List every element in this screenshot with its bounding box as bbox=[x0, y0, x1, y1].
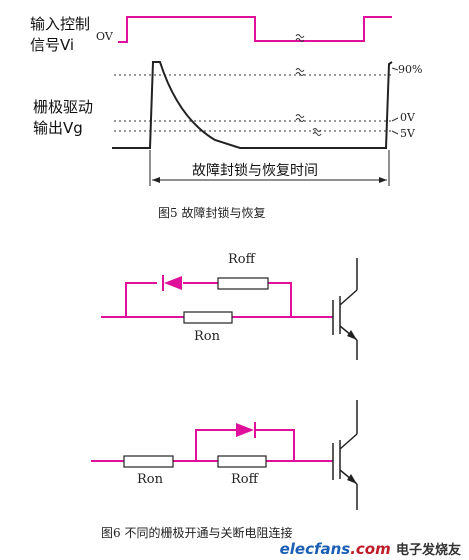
input-label-line2: 信号Vi bbox=[30, 36, 75, 54]
bottom-ron-label: Ron bbox=[137, 472, 163, 487]
top-igbt-icon bbox=[332, 258, 358, 360]
input-label-line1: 输入控制 bbox=[30, 15, 91, 33]
top-roff-label: Roff bbox=[228, 252, 255, 267]
gate-label-line2: 输出Vg bbox=[33, 119, 83, 137]
level-5v-label: 5V bbox=[400, 127, 415, 140]
bottom-diode-icon bbox=[236, 423, 254, 437]
bottom-igbt-arrow bbox=[347, 474, 357, 484]
break-marks bbox=[295, 34, 322, 136]
bottom-circuit bbox=[91, 429, 333, 462]
watermark-text-2: .com bbox=[350, 540, 391, 558]
watermark-text-3: 电子发烧友 bbox=[395, 543, 461, 558]
gate-label-line1: 栅极驱动 bbox=[33, 98, 94, 116]
top-diode-icon bbox=[164, 276, 182, 290]
watermark: elecfans.com 电子发烧友 bbox=[280, 539, 461, 558]
interval-arrow-right bbox=[379, 177, 387, 183]
watermark-text-1: elecfans bbox=[279, 540, 351, 558]
bottom-roff-label: Roff bbox=[231, 472, 258, 487]
level-0v-label: 0V bbox=[400, 111, 415, 124]
fig6-caption: 图6 不同的栅极开通与关断电阻连接 bbox=[101, 526, 293, 540]
bottom-roff-resistor bbox=[217, 455, 267, 468]
fig5-caption: 图5 故障封锁与恢复 bbox=[158, 206, 266, 220]
top-ron-label: Ron bbox=[194, 329, 220, 344]
level-90-label: 90% bbox=[398, 63, 423, 76]
bottom-igbt-icon bbox=[332, 400, 358, 510]
top-circuit bbox=[101, 282, 333, 318]
interval-arrow-left bbox=[152, 177, 160, 183]
top-roff-resistor bbox=[217, 277, 269, 290]
input-signal-waveform bbox=[118, 16, 392, 43]
leader-90 bbox=[391, 67, 399, 71]
bottom-ron-resistor bbox=[123, 455, 174, 468]
interval-label: 故障封锁与恢复时间 bbox=[192, 163, 318, 179]
input-ov-label: OV bbox=[96, 30, 113, 43]
leader-0v bbox=[391, 117, 399, 122]
leader-5v bbox=[391, 130, 399, 135]
top-igbt-arrow bbox=[347, 330, 357, 340]
gate-output-waveform bbox=[112, 61, 393, 149]
top-ron-resistor bbox=[183, 311, 233, 324]
